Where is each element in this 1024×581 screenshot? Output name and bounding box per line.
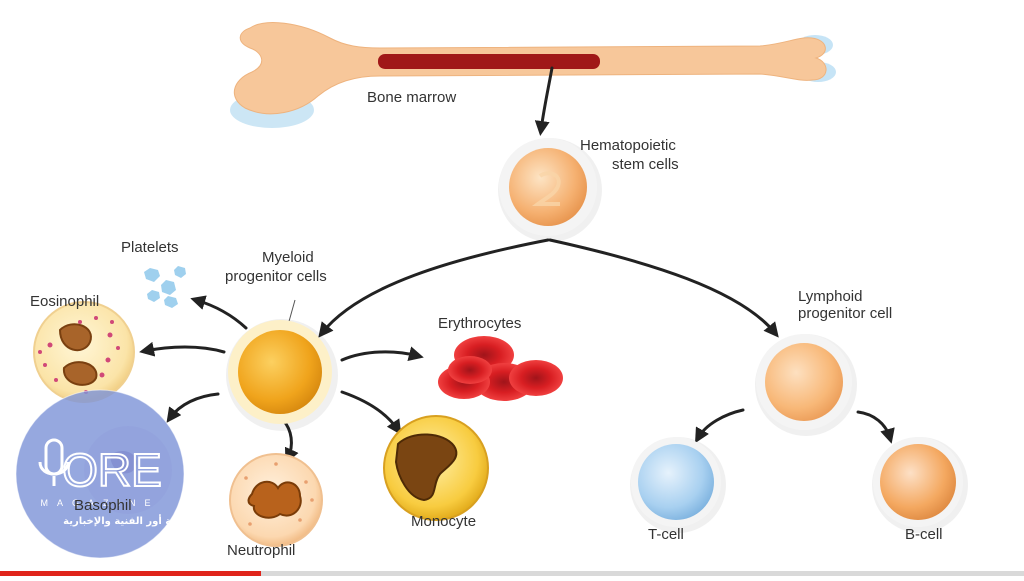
neutrophil-cell [229,453,323,547]
label-lymphoid-line1: Lymphoid [798,288,863,305]
microphone-icon [38,438,70,486]
label-myeloid-line2: progenitor cells [225,268,327,285]
label-hematopoietic-line2: stem cells [612,156,679,173]
label-neutrophil: Neutrophil [227,542,296,559]
label-basophil: Basophil [74,497,132,514]
b-cell [872,437,968,533]
watermark-arabic-text: مجلة أور الفنية والإخبارية [63,514,186,527]
label-hematopoietic-line1: Hematopoietic [580,137,676,154]
watermark-sub-text: MAGAZINE [40,498,159,508]
label-t-cell: T-cell [648,526,684,543]
watermark-logo: ORE MAGAZINE مجلة أور الفنية والإخبارية [15,389,189,559]
label-b-cell: B-cell [905,526,943,543]
t-cell [630,437,726,533]
bone-illustration [230,22,836,128]
monocyte-cell [383,415,489,521]
platelets-cluster [144,266,186,308]
eosinophil-cell [33,301,135,403]
erythrocytes-cluster [438,336,563,401]
marrow-cavity [378,54,600,69]
lymphoid-progenitor-cell [755,334,857,436]
label-eosinophil: Eosinophil [30,293,100,310]
label-platelets: Platelets [121,239,179,256]
label-myeloid-line1: Myeloid [262,249,314,266]
label-lymphoid-line2: progenitor cell [798,305,893,322]
hematopoietic-stem-cell [498,138,602,242]
label-bone-marrow: Bone marrow [367,89,457,106]
ore-magazine-watermark: ORE MAGAZINE مجلة أور الفنية والإخبارية [14,388,189,560]
video-progress-fill [0,571,262,576]
watermark-logo-text: ORE [62,444,162,496]
label-erythrocytes: Erythrocytes [438,315,522,332]
arrows [139,66,895,464]
label-monocyte: Monocyte [411,513,477,530]
myeloid-progenitor-cell [226,319,338,431]
video-progress-bar[interactable] [0,571,1024,576]
